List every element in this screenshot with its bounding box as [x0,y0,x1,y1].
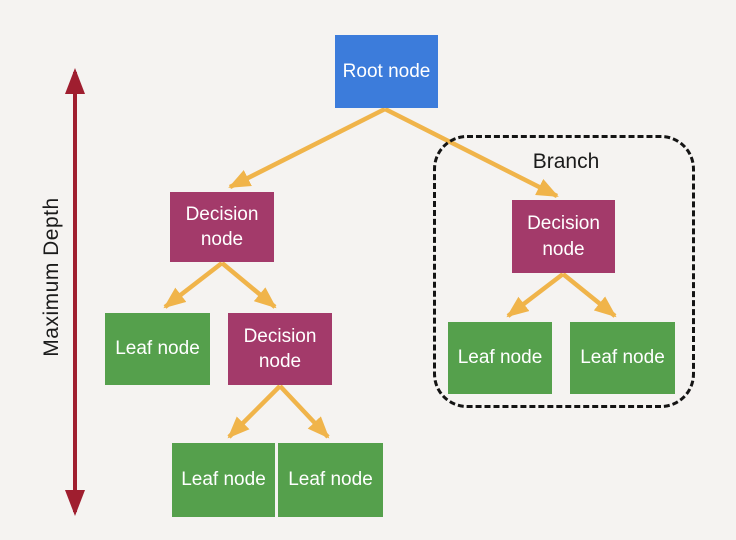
node-decision-mid: Decision node [228,313,332,385]
max-depth-label: Maximum Depth [40,197,63,357]
node-leaf-branch-right: Leaf node [570,322,675,394]
node-leaf-bottom-right: Leaf node [278,443,383,517]
edge-root-to-decision-left [228,106,387,190]
edge-decision-left-to-decision-mid [220,261,277,309]
node-leaf-left-label: Leaf node [115,338,200,360]
node-leaf-branch-left: Leaf node [448,322,552,394]
node-decision-left-label: Decision node [185,203,259,250]
branch-group-outline [433,135,695,408]
node-root-label: Root node [342,60,431,82]
node-decision-left: Decision node [170,192,274,262]
node-leaf-bottom-left: Leaf node [172,443,275,517]
node-leaf-branch-right-label: Leaf node [580,347,665,369]
node-leaf-bottom-left-label: Leaf node [181,469,266,491]
edge-decision-mid-to-leaf-bottom-left [227,384,282,439]
node-leaf-branch-left-label: Leaf node [457,347,543,369]
edge-decision-mid-to-leaf-bottom-right [278,384,330,439]
node-root: Root node [335,35,438,108]
node-leaf-left: Leaf node [105,313,210,385]
node-leaf-bottom-right-label: Leaf node [288,469,373,491]
node-decision-mid-label: Decision node [243,325,317,372]
node-decision-branch: Decision node [512,200,615,273]
edge-decision-left-to-leaf-left [163,261,224,309]
branch-label: Branch [532,150,600,173]
node-decision-branch-label: Decision node [527,213,600,260]
